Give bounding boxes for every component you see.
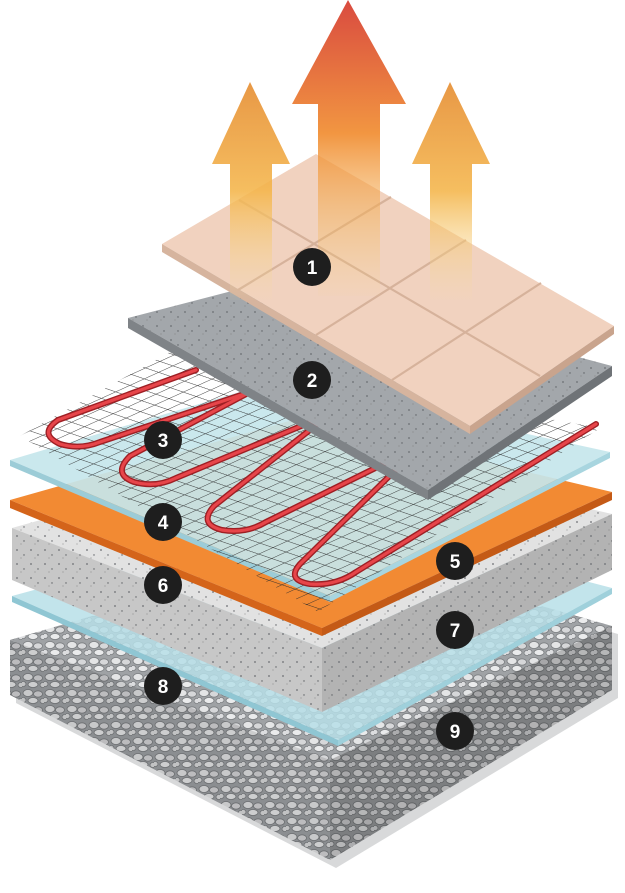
number-badge-5: 5 — [436, 542, 474, 580]
number-badge-4: 4 — [144, 503, 182, 541]
number-badge-icon — [436, 611, 474, 649]
screed-layer — [128, 278, 612, 500]
heat-arrows — [212, 0, 490, 300]
number-badge-icon — [293, 361, 331, 399]
number-badge-7: 7 — [436, 611, 474, 649]
number-badge-icon — [436, 542, 474, 580]
number-badge-1: 1 — [293, 248, 331, 286]
number-badge-icon — [144, 421, 182, 459]
number-badge-label: 9 — [450, 722, 461, 743]
number-badge-9: 9 — [436, 712, 474, 750]
number-badge-icon — [436, 712, 474, 750]
heat-arrow-icon — [292, 0, 406, 296]
number-badge-label: 6 — [158, 576, 169, 597]
number-badge-icon — [144, 503, 182, 541]
number-badge-label: 4 — [158, 513, 169, 534]
number-badge-label: 7 — [450, 621, 461, 642]
number-badge-label: 3 — [158, 431, 169, 452]
number-badge-6: 6 — [144, 566, 182, 604]
number-badge-label: 5 — [450, 552, 461, 573]
number-badge-icon — [144, 667, 182, 705]
number-badge-3: 3 — [144, 421, 182, 459]
heat-arrow-icon — [212, 82, 290, 300]
number-badge-icon — [144, 566, 182, 604]
number-badges: 1 2 3 4 5 6 7 8 9 — [144, 248, 474, 750]
number-badge-label: 8 — [158, 677, 169, 698]
number-badge-label: 1 — [307, 258, 318, 279]
number-badge-icon — [293, 248, 331, 286]
number-badge-label: 2 — [307, 371, 318, 392]
heat-arrow-icon — [412, 82, 490, 300]
number-badge-2: 2 — [293, 361, 331, 399]
number-badge-8: 8 — [144, 667, 182, 705]
